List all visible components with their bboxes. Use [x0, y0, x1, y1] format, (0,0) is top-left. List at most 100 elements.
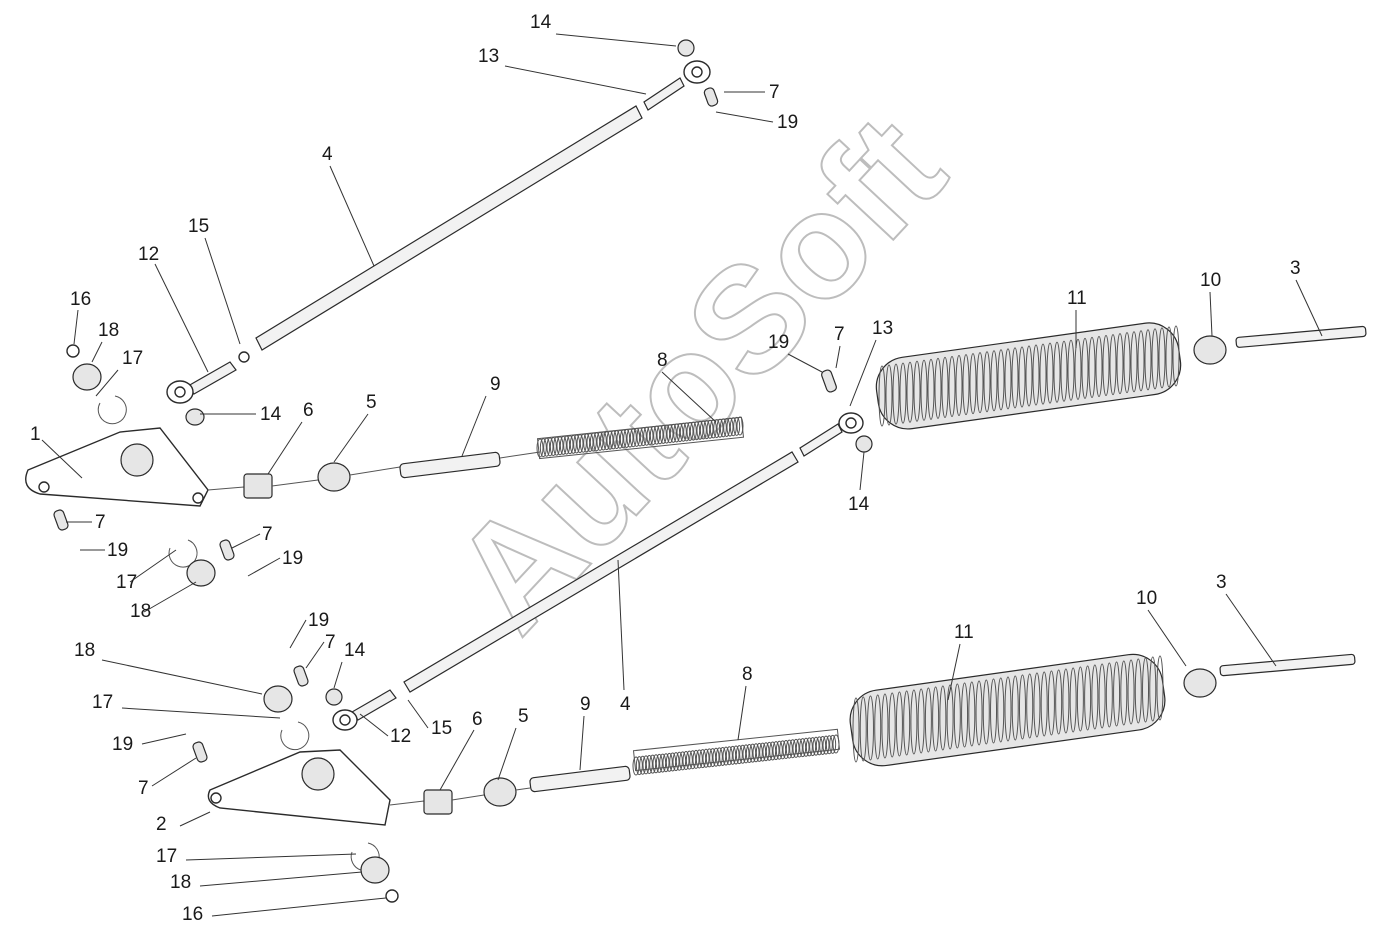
callout-8-b: 8	[742, 664, 753, 685]
leader-line	[579, 715, 585, 771]
spring-coil	[1033, 672, 1041, 738]
callout-3-b: 3	[1216, 572, 1227, 593]
leader-line	[1209, 291, 1213, 337]
callout-9-a: 9	[490, 374, 501, 395]
spring-coil	[553, 436, 561, 456]
spring-coil	[716, 418, 724, 438]
callout-19-f: 19	[112, 734, 133, 755]
leader-line	[267, 421, 303, 475]
spring-coil	[1047, 670, 1055, 736]
spring-coil	[785, 739, 793, 759]
spring-coil	[759, 742, 767, 762]
spring-coil	[899, 362, 907, 424]
spring-coil	[675, 751, 683, 771]
spring-coil	[948, 355, 956, 417]
spring-coil	[669, 752, 677, 772]
spring-coil	[709, 748, 717, 768]
cable-assembly-upper	[207, 322, 1367, 499]
callout-15-b: 15	[431, 718, 452, 739]
spring-coil	[779, 740, 787, 760]
spring-coil	[576, 434, 584, 454]
spring-coil	[616, 429, 624, 449]
spring-coil	[755, 742, 763, 762]
spring-coil	[735, 745, 743, 765]
leader-line	[129, 549, 177, 583]
spring-coil	[1091, 664, 1099, 730]
spring-coil	[579, 433, 587, 453]
rod-4-lower	[403, 369, 873, 693]
callout-9-b: 9	[580, 694, 591, 715]
spring-coil	[549, 437, 557, 457]
callout-14-b: 14	[260, 404, 282, 425]
spring-coil	[589, 432, 597, 452]
spring-coil	[1123, 332, 1131, 394]
spring-coil	[659, 753, 667, 773]
spring-coil	[646, 426, 654, 446]
spring-coil	[920, 359, 928, 421]
spring-coil	[1144, 329, 1152, 391]
leader-line	[737, 685, 747, 741]
spring-coil	[782, 740, 790, 759]
spring-coil	[946, 684, 954, 750]
spring-coil	[563, 435, 571, 455]
spring-coil	[792, 738, 800, 758]
spring-coil	[655, 753, 663, 773]
callout-labels: 14 13 7 19 4 15 12 16 18 17 1 14 6 5 9 8…	[30, 12, 1301, 925]
spring-coil	[736, 416, 744, 436]
spring-coil	[586, 433, 594, 452]
spring-11-upper	[878, 325, 1180, 427]
spring-coil	[643, 426, 651, 446]
leader-line	[179, 811, 211, 827]
spring-coil	[712, 747, 720, 767]
callout-19-e: 19	[308, 610, 329, 631]
spring-coil	[692, 749, 700, 769]
callout-7-c: 7	[95, 512, 106, 533]
spring-coil	[1074, 338, 1082, 400]
spring-coil	[1046, 342, 1054, 404]
leader-line	[91, 341, 103, 363]
spring-coil	[775, 740, 783, 760]
callout-5-a: 5	[366, 392, 377, 413]
spring-coil	[662, 753, 670, 773]
spring-coil	[910, 689, 918, 755]
callout-17-b: 17	[116, 572, 137, 593]
spring-coil	[626, 428, 634, 448]
spring-coil	[705, 748, 713, 768]
leader-line	[199, 871, 363, 887]
spring-11-lower	[852, 655, 1164, 763]
spring-coil	[745, 744, 753, 764]
leader-line	[497, 727, 517, 781]
callout-12-b: 12	[390, 726, 411, 747]
spring-coil	[990, 350, 998, 412]
spring-coil	[1142, 657, 1150, 723]
leader-line	[1147, 609, 1187, 667]
spring-coil	[983, 351, 991, 413]
small-parts	[53, 344, 399, 903]
leader-line	[1295, 279, 1323, 337]
spring-coil	[990, 678, 998, 744]
cable-assembly-lower	[389, 653, 1356, 815]
spring-coil	[1113, 661, 1121, 727]
spring-coil	[536, 438, 544, 458]
callout-13-a: 13	[478, 46, 499, 67]
spring-coil	[1018, 674, 1026, 740]
spring-coil	[719, 746, 727, 766]
spring-coil	[1060, 340, 1068, 402]
spring-coil	[795, 738, 803, 758]
spring-coil	[1165, 326, 1173, 388]
spring-coil	[573, 434, 581, 454]
leader-line	[143, 581, 197, 613]
spring-coil	[1040, 671, 1048, 737]
leader-line	[151, 757, 197, 787]
leader-line	[204, 237, 241, 345]
spring-coil	[1130, 331, 1138, 393]
callout-5-b: 5	[518, 706, 529, 727]
callout-17-a: 17	[122, 348, 143, 369]
spring-coil	[639, 427, 647, 447]
spring-coil	[825, 735, 833, 755]
spring-coil	[713, 419, 721, 439]
spring-coil	[1053, 341, 1061, 403]
callout-1: 1	[30, 424, 41, 445]
callout-7-e: 7	[325, 632, 336, 653]
spring-coil	[802, 737, 810, 757]
